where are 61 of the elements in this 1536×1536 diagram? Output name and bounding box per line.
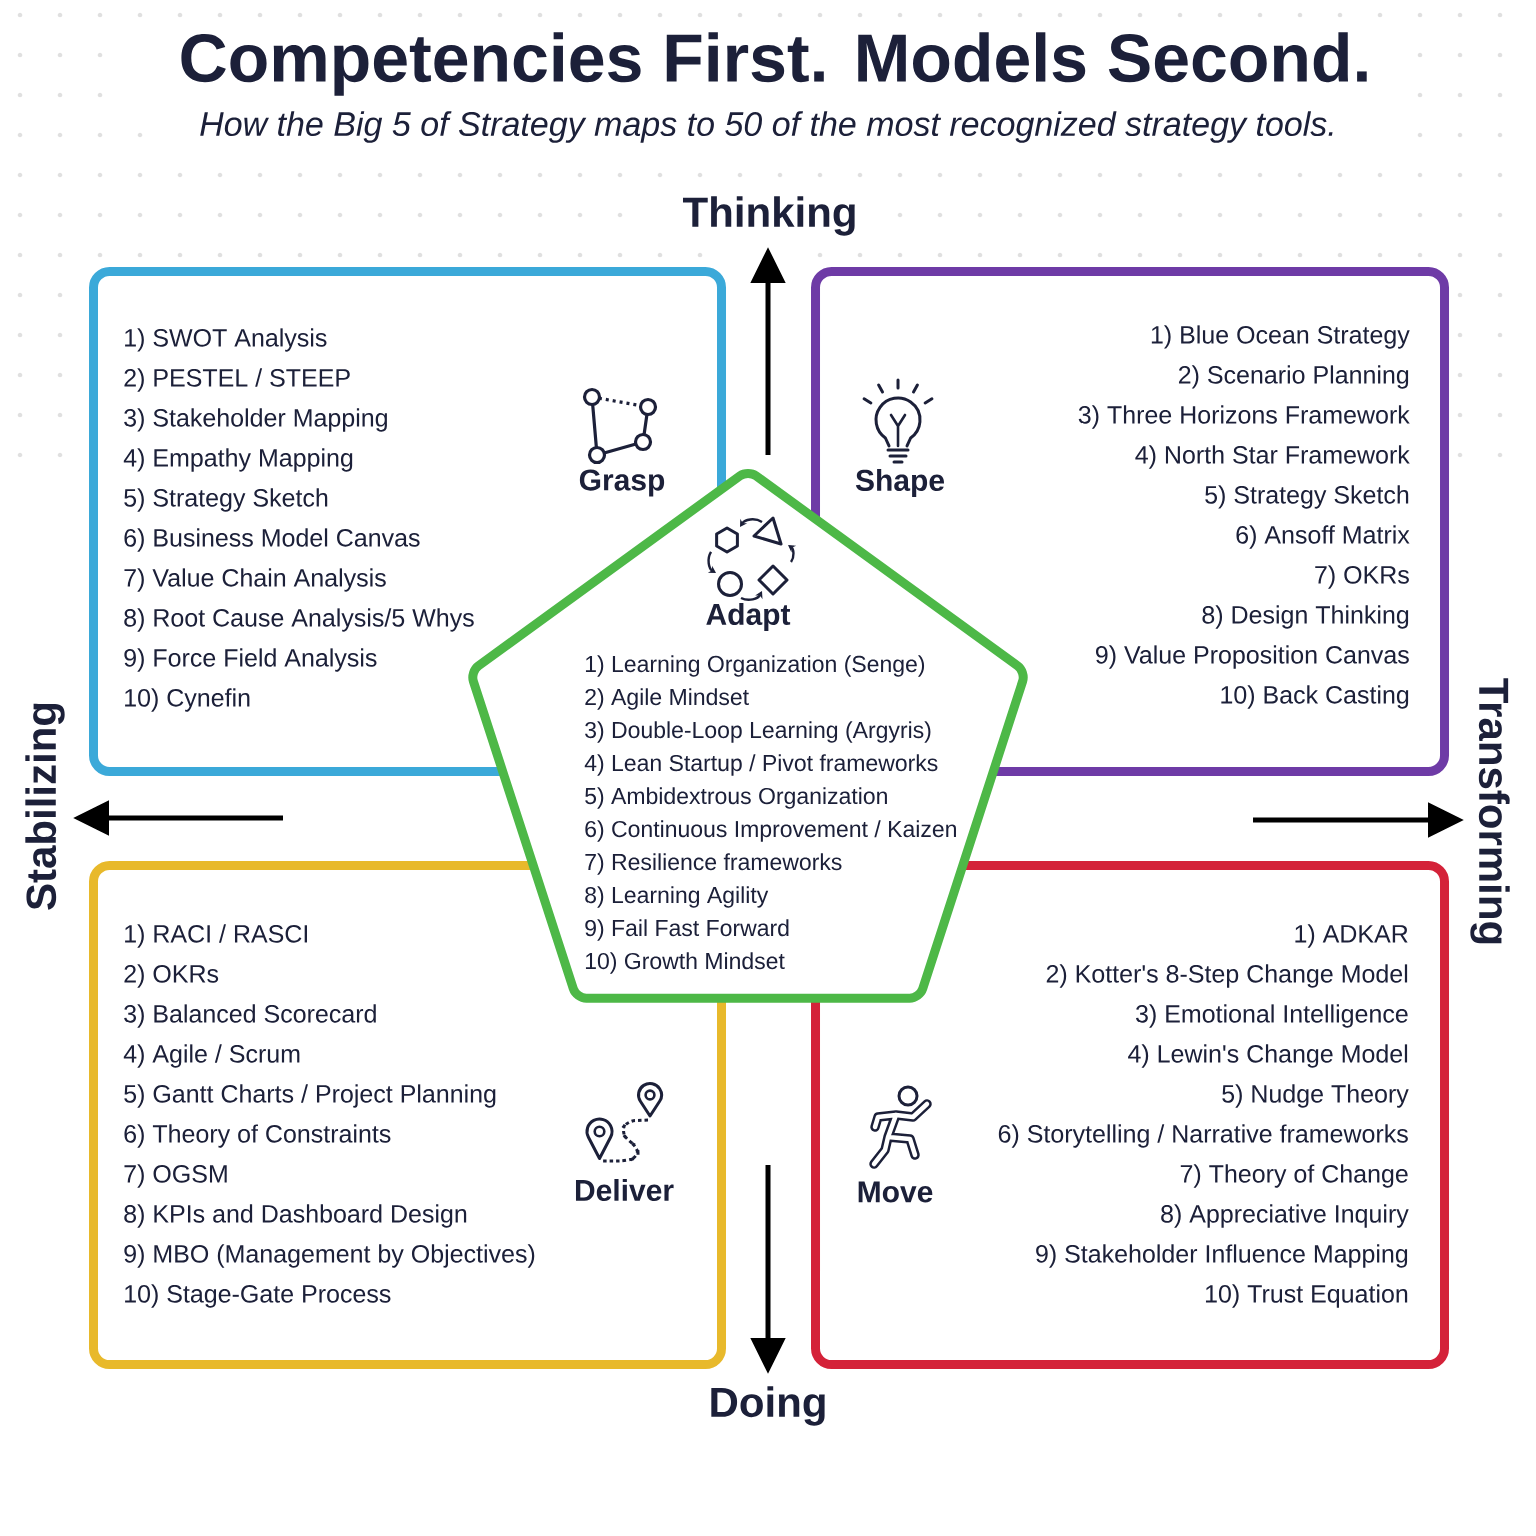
list-item: 5) Nudge Theory [1222, 1084, 1409, 1108]
list-item: 3) Balanced Scorecard [124, 1004, 376, 1028]
list-item: 5) Strategy Sketch [1205, 485, 1409, 509]
subtitle: How the Big 5 of Strategy maps to 50 of the most recognized strategy tools. [200, 111, 1333, 143]
list-item: 9) Stakeholder Influence Mapping [1036, 1244, 1408, 1268]
list-item: 5) Strategy Sketch [124, 488, 328, 512]
box-heading: Shape [855, 469, 944, 497]
list-item: 4) Agile / Scrum [123, 1044, 300, 1068]
list-item: 9) MBO (Management by Objectives) [124, 1244, 535, 1268]
list-item: 3) Double-Loop Learning (Argyris) [585, 721, 931, 743]
list-item: 4) Lean Startup / Pivot frameworks [584, 754, 938, 776]
list-item: 7) Value Chain Analysis [124, 568, 386, 592]
list-item: 3) Emotional Intelligence [1136, 1004, 1408, 1028]
axis-label: Thinking [683, 196, 855, 236]
list-item: 2) PESTEL / STEEP [124, 368, 350, 392]
list-item: 8) Design Thinking [1202, 605, 1409, 629]
list-item: 6) Theory of Constraints [124, 1124, 391, 1148]
axis-label: Transforming [1470, 678, 1510, 944]
list-item: 2) Agile Mindset [585, 688, 749, 710]
list-item: 3) Three Horizons Framework [1078, 405, 1410, 429]
list-item: 7) Resilience frameworks [585, 853, 842, 875]
list-item: 10) Stage-Gate Process [125, 1284, 391, 1308]
list-item: 1) Blue Ocean Strategy [1151, 325, 1410, 349]
list-item: 1) ADKAR [1295, 924, 1408, 948]
list-item: 10) Growth Mindset [585, 952, 785, 974]
list-item: 10) Cynefin [125, 688, 250, 712]
list-item: 7) OGSM [124, 1164, 227, 1188]
box-heading: Deliver [576, 1179, 674, 1201]
axis-label: Doing [711, 1386, 825, 1426]
list-item: 10) Back Casting [1221, 685, 1409, 709]
list-item: 9) Value Proposition Canvas [1096, 645, 1409, 669]
list-item: 4) North Star Framework [1135, 445, 1410, 469]
list-item: 6) Storytelling / Narrative frameworks [998, 1124, 1408, 1148]
title: Competencies First. Models Second. [181, 32, 1367, 96]
list-item: 5) Ambidextrous Organization [585, 787, 887, 809]
list-item: 4) Lewin's Change Model [1128, 1044, 1408, 1068]
list-item: 7) OKRs [1315, 565, 1409, 589]
box-heading: Grasp [579, 469, 665, 497]
list-item: 8) Learning Agility [585, 886, 769, 908]
list-item: 8) Appreciative Inquiry [1161, 1204, 1409, 1228]
list-item: 6) Business Model Canvas [124, 528, 420, 552]
list-item: 2) Kotter's 8-Step Change Model [1046, 964, 1408, 988]
list-item: 2) OKRs [124, 964, 219, 988]
list-item: 3) Stakeholder Mapping [124, 408, 387, 432]
list-item: 4) Empathy Mapping [123, 448, 353, 472]
list-item: 9) Fail Fast Forward [585, 919, 789, 941]
list-item: 7) Theory of Change [1180, 1164, 1408, 1188]
box-heading: Adapt [706, 603, 791, 631]
list-item: 8) KPIs and Dashboard Design [124, 1204, 467, 1228]
list-item: 1) SWOT Analysis [125, 328, 327, 352]
axis-label: Stabilizing [25, 703, 65, 910]
list-item: 6) Ansoff Matrix [1236, 525, 1410, 549]
list-item: 8) Root Cause Analysis/5 Whys [124, 608, 474, 632]
list-item: 5) Gantt Charts / Project Planning [124, 1084, 496, 1108]
list-item: 9) Force Field Analysis [124, 648, 377, 672]
list-item: 1) RACI / RASCI [125, 924, 307, 948]
list-item: 2) Scenario Planning [1179, 365, 1409, 389]
list-item: 1) Learning Organization (Senge) [585, 655, 925, 677]
box-heading: Move [858, 1181, 933, 1203]
list-item: 6) Continuous Improvement / Kaizen [585, 820, 956, 842]
list-item: 10) Trust Equation [1206, 1284, 1408, 1308]
